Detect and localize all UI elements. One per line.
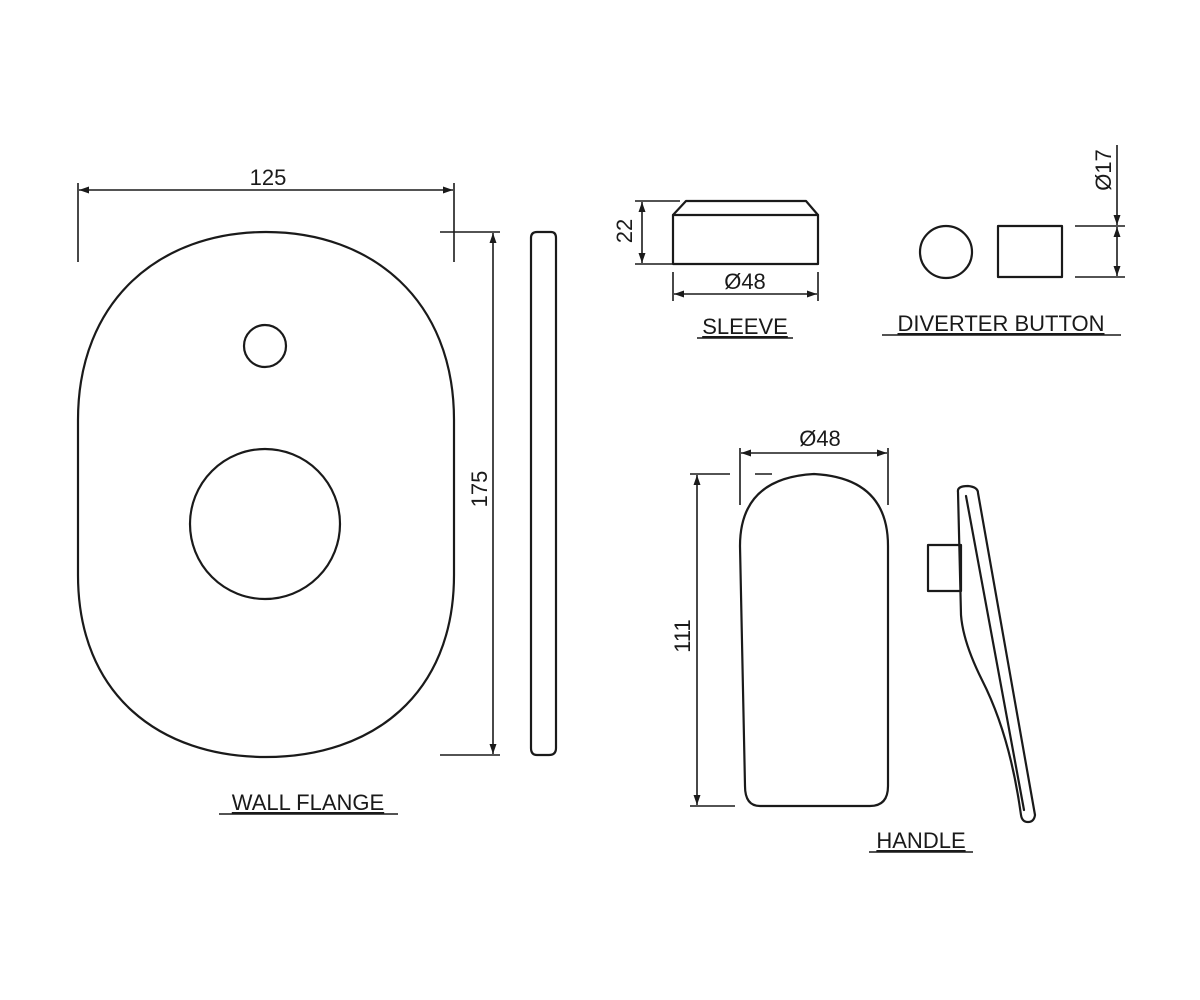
handle-label: HANDLE (876, 828, 965, 853)
handle-side-lever (956, 484, 1037, 824)
sleeve-outline (671, 199, 820, 266)
handle-group: Ø48 111 HANDLE (670, 426, 1037, 853)
wall-flange-label: WALL FLANGE (232, 790, 384, 815)
wall-flange-side-profile (529, 230, 558, 757)
diverter-hole (242, 323, 288, 369)
diverter-button-side-view (996, 224, 1064, 279)
diverter-button-group: Ø17 DIVERTER BUTTON (898, 145, 1125, 336)
sleeve-height-value: 22 (612, 219, 637, 243)
flange-height-value: 175 (467, 471, 492, 508)
handle-side-lever-edge (964, 494, 1026, 812)
sleeve-group: 22 Ø48 SLEEVE (612, 199, 820, 339)
sleeve-label: SLEEVE (702, 314, 788, 339)
handle-height-value: 111 (670, 619, 695, 652)
handle-side-hub (926, 543, 963, 593)
diverter-button-label: DIVERTER BUTTON (898, 311, 1105, 336)
diverter-button-front-view (918, 224, 974, 280)
wall-flange-outline (76, 230, 456, 759)
sleeve-diameter-value: Ø48 (724, 269, 766, 294)
handle-width-value: Ø48 (799, 426, 841, 451)
cartridge-hole (188, 447, 342, 601)
button-diameter-value: Ø17 (1091, 149, 1116, 191)
wall-flange-group: 125 175 WALL FLANGE (76, 165, 558, 815)
handle-front-view (738, 472, 890, 808)
flange-width-value: 125 (250, 165, 287, 190)
